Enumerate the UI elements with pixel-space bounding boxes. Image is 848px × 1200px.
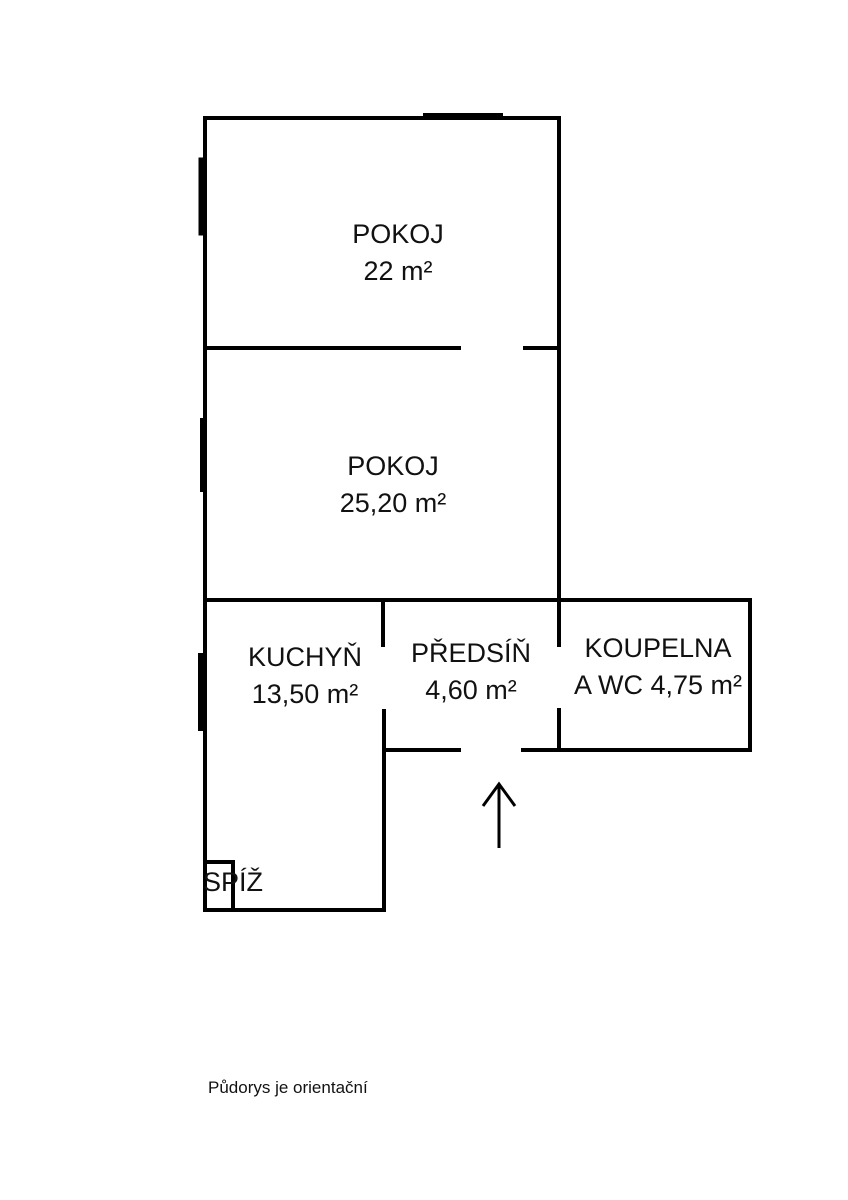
room-label-pokoj-2: POKOJ 25,20 m² [340, 448, 447, 522]
room-area: 4,60 m² [425, 675, 517, 705]
room-label-predsin: PŘEDSÍŇ 4,60 m² [411, 635, 531, 709]
room-label-koupelna: KOUPELNA A WC 4,75 m² [574, 630, 742, 704]
room-name: POKOJ [347, 451, 439, 481]
room-label-kuchyn: KUCHYŇ 13,50 m² [248, 639, 362, 713]
room-label-pokoj-1: POKOJ 22 m² [352, 216, 444, 290]
room-label-spiz: SPÍŽ [203, 864, 263, 901]
room-area: A WC 4,75 m² [573, 670, 743, 700]
room-name: KUCHYŇ [247, 642, 363, 672]
room-area: 13,50 m² [251, 679, 359, 709]
room-name: KOUPELNA [584, 633, 732, 663]
room-area: 22 m² [363, 256, 433, 286]
room-name: POKOJ [352, 219, 444, 249]
disclaimer-note: Půdorys je orientační [208, 1078, 368, 1097]
room-name: SPÍŽ [202, 867, 264, 897]
room-name: PŘEDSÍŇ [410, 638, 532, 668]
arrow-up-icon [481, 781, 517, 848]
pantry-box [203, 860, 235, 912]
room-area: 25,20 m² [339, 488, 447, 518]
